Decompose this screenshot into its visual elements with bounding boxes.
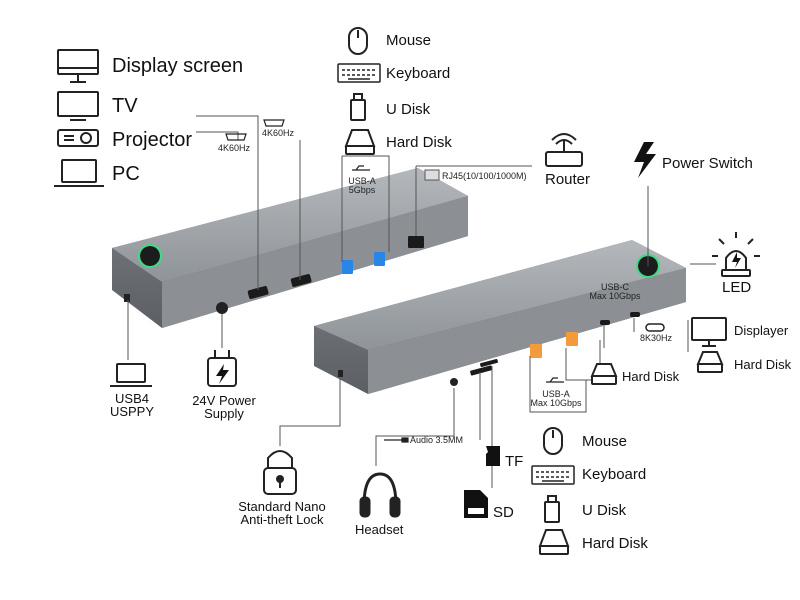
hard-disk-bottom-icon xyxy=(538,529,570,555)
mouse-label: Mouse xyxy=(386,32,432,49)
hdmi-spec-label-1: 4K60Hz xyxy=(218,143,251,153)
hard-disk-bottom-label: Hard Disk xyxy=(582,535,648,552)
usb-a-port-back-1[interactable] xyxy=(342,260,353,274)
led-icon xyxy=(712,232,760,277)
dc-power-port[interactable] xyxy=(216,302,228,314)
power-button-back[interactable] xyxy=(140,246,160,266)
usb-c-video-spec-label: 8K30Hz xyxy=(640,333,673,343)
tf-card-icon xyxy=(486,446,500,466)
front-dock xyxy=(314,240,686,394)
router-label: Router xyxy=(545,171,591,188)
ethernet-icon xyxy=(424,169,440,181)
usb4-upstream-port[interactable] xyxy=(124,294,130,302)
audio-cable-icon xyxy=(384,437,409,443)
mouse-bottom-icon xyxy=(543,427,563,455)
usb-a-back-spec-label: USB-A 5Gbps xyxy=(348,176,376,195)
display-screen-label: Display screen xyxy=(112,55,244,77)
keyboard-bottom-icon xyxy=(531,465,575,485)
audio-spec-label: Audio 3.5MM xyxy=(410,435,464,445)
hdmi-spec-label-2: 4K60Hz xyxy=(262,128,295,138)
power-switch-label: Power Switch xyxy=(662,155,753,172)
tv-label: TV xyxy=(112,95,138,117)
lock-icon xyxy=(263,450,297,495)
power-plug-icon xyxy=(207,350,237,387)
back-dock xyxy=(112,168,468,328)
sd-label: SD xyxy=(493,504,514,521)
lock-slot[interactable] xyxy=(338,370,343,377)
keyboard-bottom-label: Keyboard xyxy=(582,466,647,483)
hard-disk-mid-icon xyxy=(590,363,618,385)
usb-c-spec-label: USB-C Max 10Gbps xyxy=(589,282,641,301)
headset-icon xyxy=(359,472,401,518)
tv-icon xyxy=(57,91,99,121)
hdmi-port-2[interactable] xyxy=(290,273,312,288)
u-disk-icon xyxy=(350,93,366,121)
connector-lines xyxy=(127,115,716,488)
headset-label: Headset xyxy=(355,522,404,537)
usb-c-connector-icon xyxy=(645,323,665,332)
pc-laptop-icon xyxy=(54,159,104,187)
usb-symbol-front-icon xyxy=(546,377,564,383)
u-disk-label: U Disk xyxy=(386,101,431,118)
usb4-label: USB4 USPPY xyxy=(109,391,155,419)
hard-disk-right-icon xyxy=(696,351,724,373)
u-disk-bottom-label: U Disk xyxy=(582,502,627,519)
led-label: LED xyxy=(722,279,752,296)
audio-jack[interactable] xyxy=(450,378,458,386)
hard-disk-icon xyxy=(344,129,376,155)
hard-disk-label: Hard Disk xyxy=(386,134,452,151)
tf-slot[interactable] xyxy=(480,358,498,368)
displayer-label: Displayer xyxy=(734,323,789,338)
usb-a-port-back-2[interactable] xyxy=(374,252,385,266)
rj45-spec-label: RJ45(10/100/1000M) xyxy=(442,171,527,181)
displayer-icon xyxy=(691,317,727,347)
sd-slot[interactable] xyxy=(470,365,493,376)
tf-label: TF xyxy=(505,453,524,470)
power-switch-icon xyxy=(634,142,656,178)
hdmi-port-1[interactable] xyxy=(247,285,269,300)
hard-disk-right-label: Hard Disk xyxy=(734,357,792,372)
rj45-port[interactable] xyxy=(408,236,424,248)
usb-a-port-front-1[interactable] xyxy=(530,344,542,358)
projector-icon xyxy=(57,129,99,147)
mouse-icon xyxy=(348,27,368,55)
u-disk-bottom-icon xyxy=(544,495,560,523)
anti-theft-lock-label: Standard Nano Anti-theft Lock xyxy=(238,499,326,527)
usb-symbol-icon xyxy=(352,165,370,171)
usb-c-port-1[interactable] xyxy=(600,320,610,325)
pc-label: PC xyxy=(112,163,140,185)
usb-a-front-spec-label: USB-A Max 10Gbps xyxy=(530,389,582,408)
mouse-bottom-label: Mouse xyxy=(582,433,628,450)
router-icon xyxy=(545,133,583,167)
sd-card-icon xyxy=(464,490,488,518)
keyboard-label: Keyboard xyxy=(386,65,451,82)
keyboard-icon xyxy=(337,63,381,83)
usb-a-port-front-2[interactable] xyxy=(566,332,578,346)
hdmi-icon xyxy=(225,119,285,141)
projector-label: Projector xyxy=(112,129,193,151)
hard-disk-mid-label: Hard Disk xyxy=(622,369,680,384)
usb4-laptop-icon xyxy=(110,363,152,387)
display-screen-icon xyxy=(57,49,99,83)
usb-c-port-2[interactable] xyxy=(630,312,640,317)
power-supply-label: 24V Power Supply xyxy=(192,393,256,421)
